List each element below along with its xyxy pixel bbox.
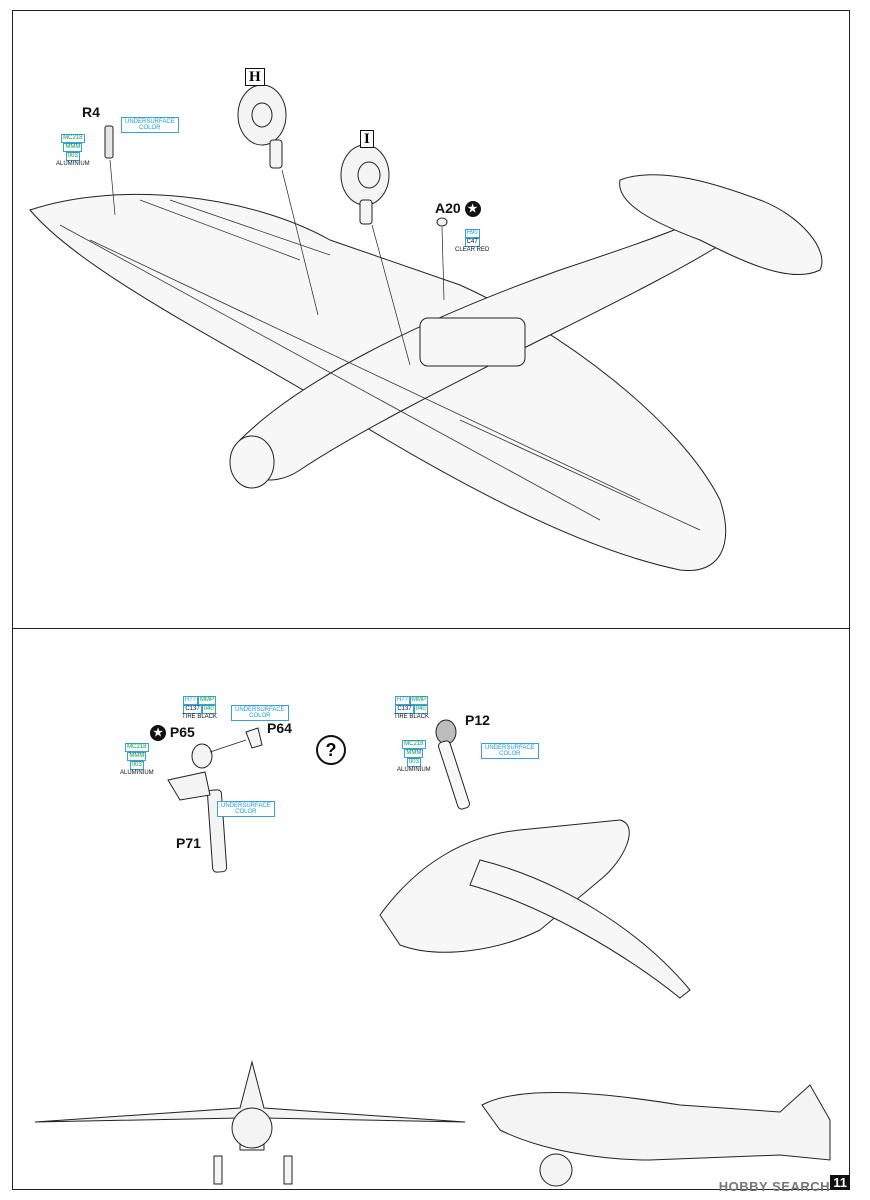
paint-code: MMM [127, 752, 147, 761]
paint-code: C137 [183, 705, 202, 714]
part-p65-illustration [191, 743, 213, 769]
paint-code: H77 [183, 696, 199, 705]
paint-code: 003 [129, 761, 144, 770]
color-name: CLEAR RED [455, 247, 490, 253]
paint-code: H77 [395, 696, 411, 705]
tailplane-illustration [619, 174, 823, 275]
clear-red-color-callout: H90 C47 CLEAR RED [455, 229, 489, 254]
side-view-illustration [481, 1084, 831, 1161]
color-name: TIRE BLACK [394, 714, 430, 720]
nose-illustration [229, 435, 275, 489]
part-label-h: H [245, 68, 265, 86]
part-label-i: I [360, 130, 374, 148]
color-name: UNDERSURFACE COLOR [235, 707, 285, 719]
part-r4-illustration [104, 125, 114, 159]
undersurface-color-callout: UNDERSURFACE COLOR [231, 705, 289, 721]
color-name: UNDERSURFACE COLOR [221, 803, 271, 815]
question-mark-icon: ? [316, 735, 346, 765]
aluminium-color-callout: MC218 MMM 003 ALUMINIUM [120, 743, 154, 777]
paint-code: H90 [464, 229, 480, 238]
part-p64-illustration [245, 727, 263, 749]
color-name: UNDERSURFACE COLOR [485, 745, 535, 757]
paint-code: C47 [464, 238, 480, 247]
paint-code: MC218 [125, 743, 149, 752]
paint-code: MC218 [61, 134, 85, 143]
aluminium-color-callout: MC218 MMM 003 ALUMINIUM [56, 134, 90, 168]
paint-code: C137 [395, 705, 414, 714]
part-label-a20: A20 ★ [435, 200, 481, 218]
wheel-p12-illustration [435, 719, 457, 745]
paint-code: MMM [404, 749, 424, 758]
paint-code: MMP [410, 696, 429, 705]
paint-code: MC218 [402, 740, 426, 749]
undersurface-color-callout: UNDERSURFACE COLOR [217, 801, 275, 817]
undersurface-color-callout: UNDERSURFACE COLOR [121, 117, 179, 133]
page-frame [12, 10, 850, 1190]
section-divider [12, 628, 850, 629]
aluminium-color-callout: MC218 MMM 003 ALUMINIUM [397, 740, 431, 774]
part-label-p64: P64 [267, 720, 292, 736]
star-icon: ★ [150, 725, 166, 742]
part-label-p71: P71 [176, 835, 201, 851]
color-name: ALUMINIUM [397, 767, 431, 773]
star-icon: ★ [464, 201, 481, 218]
radiator-illustration [419, 317, 526, 367]
page-number: 11 [830, 1175, 850, 1190]
part-label-r4: R4 [82, 104, 100, 120]
paint-code: 040 [413, 705, 428, 714]
undersurface-color-callout: UNDERSURFACE COLOR [481, 743, 539, 759]
paint-code: 040 [201, 705, 216, 714]
color-name: ALUMINIUM [56, 161, 90, 167]
color-name: ALUMINIUM [120, 770, 154, 776]
paint-code: 003 [406, 758, 421, 767]
watermark: HOBBY SEARCH [718, 1179, 830, 1194]
color-name: TIRE BLACK [182, 714, 218, 720]
paint-code: 003 [65, 152, 80, 161]
part-a20-illustration [436, 217, 448, 227]
part-label-p12: P12 [465, 712, 490, 728]
part-label-p65: ★ P65 [150, 724, 195, 742]
paint-code: MMM [63, 143, 83, 152]
color-name: UNDERSURFACE COLOR [125, 119, 175, 131]
paint-code: MMP [198, 696, 217, 705]
